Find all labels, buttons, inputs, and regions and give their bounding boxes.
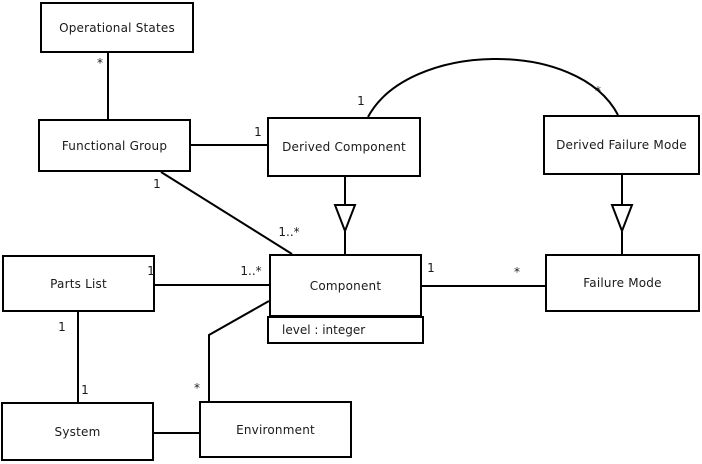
class-parts-list[interactable]: Parts List (2, 255, 155, 312)
class-functional-group[interactable]: Functional Group (38, 119, 191, 172)
multiplicity-derived-failure-mode-arc: * (595, 84, 601, 98)
class-derived-failure-mode[interactable]: Derived Failure Mode (543, 115, 700, 175)
multiplicity-functional-group-component-one: 1 (153, 177, 161, 191)
class-environment[interactable]: Environment (199, 401, 352, 458)
multiplicity-derived-component-arc: 1 (357, 94, 365, 108)
generalization-arrow-component (333, 204, 357, 234)
class-system[interactable]: System (1, 402, 154, 461)
multiplicity-parts-list-system-bottom: 1 (81, 383, 89, 397)
edge-environment-component (208, 300, 270, 401)
multiplicity-parts-list-component-one: 1 (147, 264, 155, 278)
class-component[interactable]: Component (269, 254, 422, 317)
multiplicity-component-failure-mode-many: * (514, 265, 520, 279)
generalization-arrow-failure-mode (610, 204, 634, 234)
edge-derived-component-derived-failure-mode-arc (367, 58, 619, 118)
class-operational-states[interactable]: Operational States (40, 2, 194, 53)
edge-functional-group-component (160, 171, 293, 255)
multiplicity-parts-list-system-top: 1 (58, 320, 66, 334)
class-derived-component[interactable]: Derived Component (267, 117, 421, 177)
multiplicity-component-failure-mode-one: 1 (427, 261, 435, 275)
multiplicity-functional-group-component-many: 1..* (278, 225, 300, 239)
multiplicity-parts-list-component-many: 1..* (240, 264, 262, 278)
multiplicity-operational-states: * (97, 56, 103, 70)
multiplicity-functional-group-derived-component: 1 (254, 125, 262, 139)
class-component-attribute: level : integer (267, 316, 424, 344)
class-failure-mode[interactable]: Failure Mode (545, 254, 700, 312)
multiplicity-environment-component: * (194, 381, 200, 395)
